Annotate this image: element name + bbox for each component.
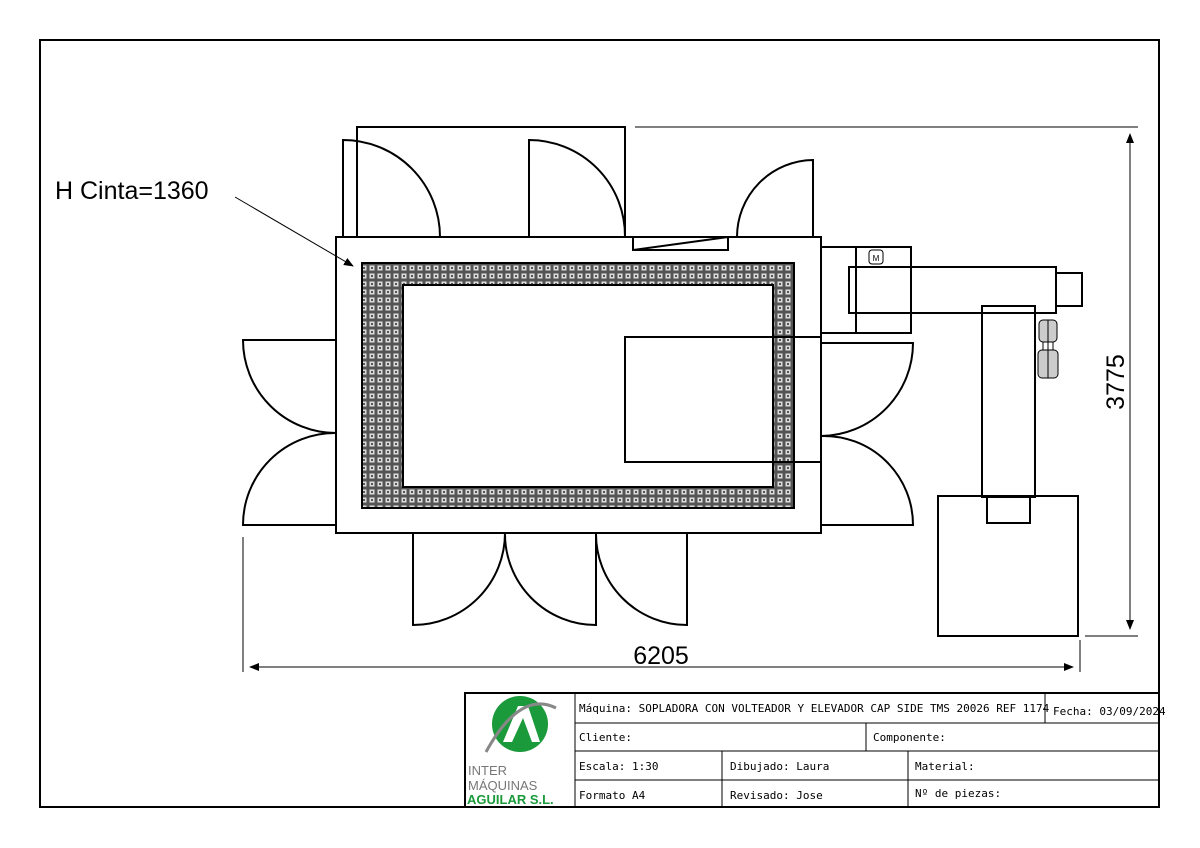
conveyor-end-cap: [1055, 272, 1083, 307]
motor-icon: [868, 249, 884, 265]
door-top-2: [528, 138, 627, 238]
svg-text:INTER: INTER: [468, 763, 507, 778]
top-enclosure: [356, 126, 626, 238]
scale-field: Escala: 1:30: [579, 760, 658, 773]
door-right-1: [820, 342, 915, 437]
belt-height-label: H Cinta=1360: [55, 177, 209, 205]
machine-field: Máquina: SOPLADORA CON VOLTEADOR Y ELEVA…: [579, 702, 1050, 715]
height-dimension: 3775: [1102, 354, 1130, 410]
svg-text:AGUILAR S.L.: AGUILAR S.L.: [467, 792, 554, 807]
pieces-field: Nº de piezas:: [915, 787, 1001, 800]
format-field: Formato A4: [579, 789, 646, 802]
door-top-3: [736, 158, 814, 238]
drawn-by-field: Dibujado: Laura: [730, 760, 829, 773]
door-bottom-1: [412, 532, 506, 627]
door-top-1: [342, 138, 441, 238]
svg-text:MÁQUINAS: MÁQUINAS: [468, 778, 538, 793]
elevator-column: [981, 305, 1036, 498]
door-right-2: [820, 434, 915, 526]
motor-box: [820, 246, 912, 334]
material-field: Material:: [915, 760, 975, 773]
elevator-foot: [986, 496, 1031, 524]
door-bottom-2: [503, 532, 597, 627]
reviewed-by-field: Revisado: Jose: [730, 789, 823, 802]
gear-motor-icon: [1037, 319, 1059, 379]
component-field: Componente:: [873, 731, 946, 744]
door-left-2: [241, 431, 337, 526]
company-logo: INTER MÁQUINAS AGUILAR S.L.: [467, 696, 557, 807]
date-field: Fecha: 03/09/2024: [1053, 705, 1166, 718]
conveyor-belt: [361, 262, 795, 509]
slanted-plate: [632, 236, 729, 251]
sheet-border: [39, 39, 1160, 808]
hopper: [937, 495, 1079, 637]
width-dimension: 6205: [633, 642, 689, 670]
door-bottom-3: [594, 532, 688, 627]
inner-unit: [624, 336, 822, 463]
title-block: INTER MÁQUINAS AGUILAR S.L. Máquina: SOP…: [464, 692, 1166, 808]
motor-icon-label: M: [873, 254, 880, 263]
door-left-1: [241, 339, 337, 434]
client-field: Cliente:: [579, 731, 632, 744]
